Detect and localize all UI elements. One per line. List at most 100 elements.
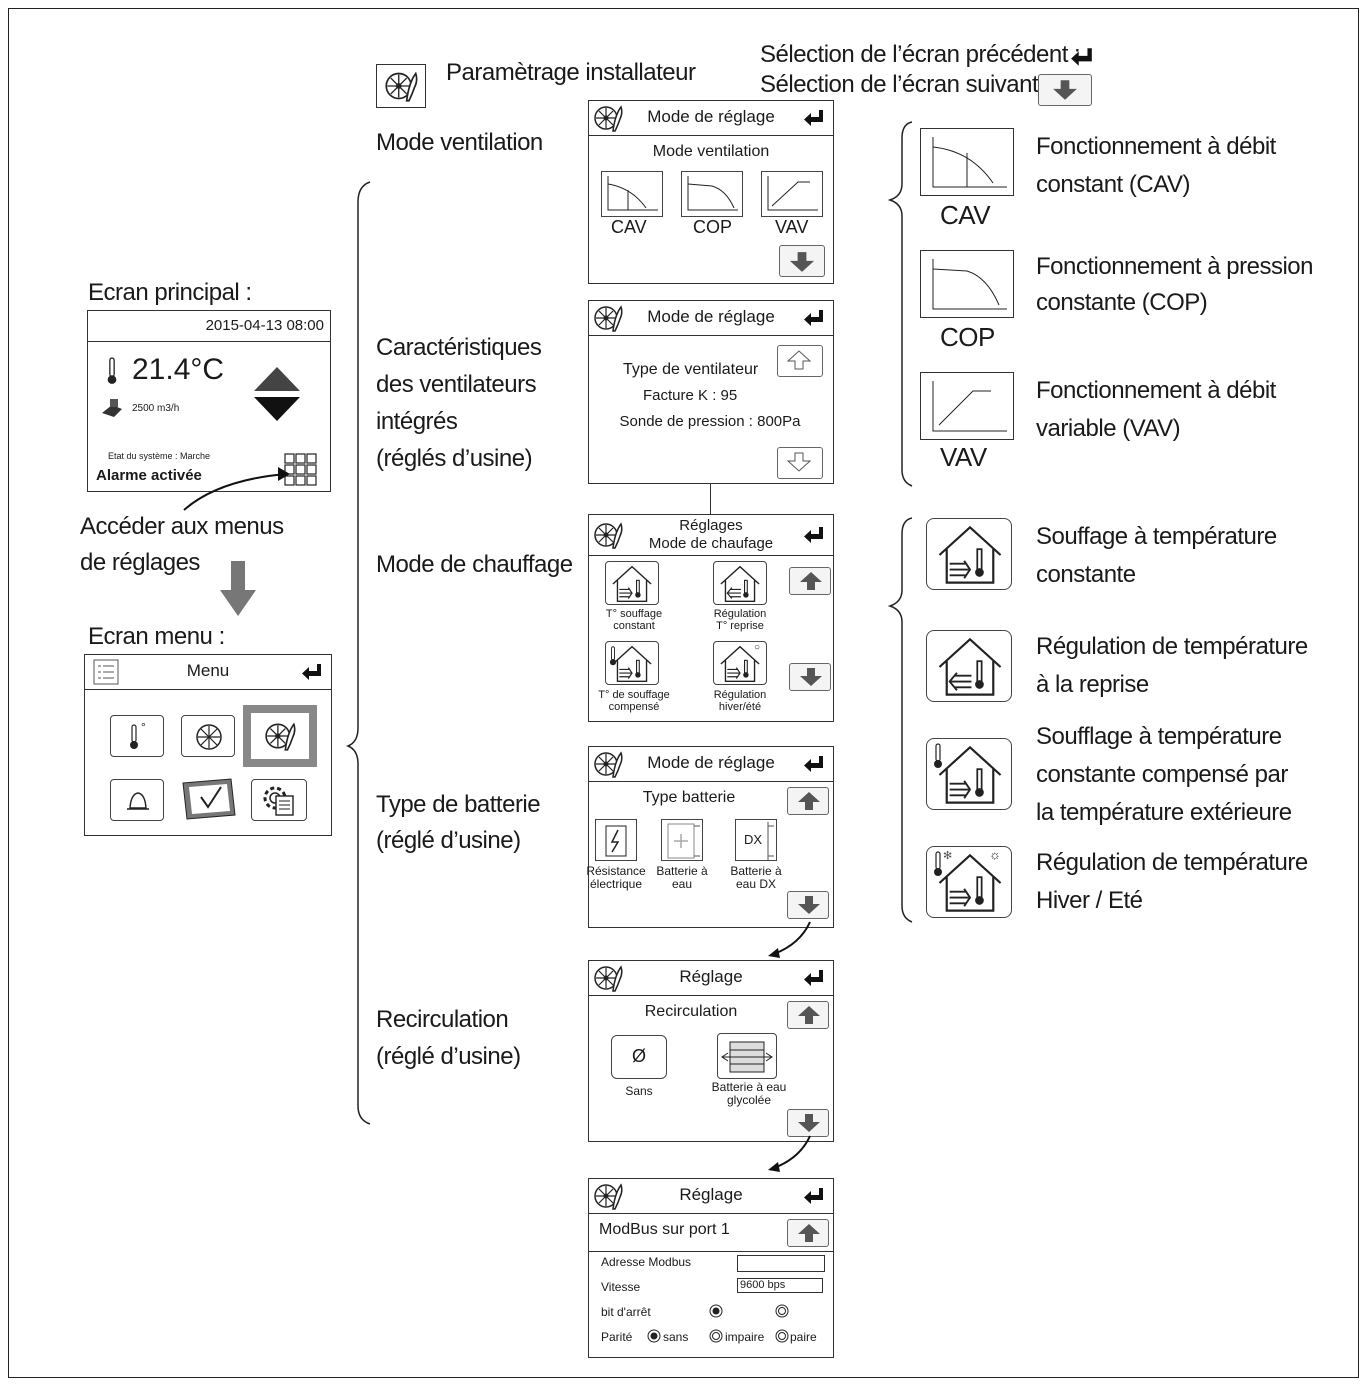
fan-unit-icon: [102, 399, 122, 417]
heat-option-return[interactable]: [713, 561, 767, 605]
flow-arrow-icon: [768, 921, 811, 958]
return-icon[interactable]: [301, 662, 323, 682]
up-arrow-icon: [797, 791, 821, 811]
return-icon[interactable]: [803, 1186, 825, 1206]
legend-vav-line2: variable (VAV): [1036, 415, 1181, 442]
up-button[interactable]: [787, 1001, 829, 1029]
datetime: 2015-04-13 08:00: [205, 317, 324, 334]
battery-water-option[interactable]: [661, 819, 703, 861]
screen-modbus: Réglage ModBus sur port 1 Adresse Modbus…: [588, 1178, 834, 1358]
screen-title: Mode de réglage: [647, 307, 775, 326]
cav-label: CAV: [611, 217, 647, 237]
up-button[interactable]: [777, 345, 823, 377]
big-down-arrow-icon: [220, 561, 256, 616]
down-button[interactable]: [787, 891, 829, 919]
parity-radio-even[interactable]: [775, 1329, 789, 1343]
snowflake-icon: ✻: [943, 850, 953, 862]
fan-icon: [593, 963, 623, 993]
up-arrow-icon: [797, 1005, 821, 1025]
return-icon[interactable]: [803, 525, 825, 545]
down-arrow-icon: [788, 251, 816, 273]
speed-field[interactable]: 9600 bps: [737, 1278, 823, 1293]
cop-label: COP: [693, 217, 733, 237]
recirc-glycol-option[interactable]: [717, 1033, 777, 1079]
airflow-value: 2500 m3/h: [132, 403, 180, 414]
next-button[interactable]: [779, 245, 825, 277]
down-arrow-outline-icon: [786, 452, 812, 472]
down-arrow-icon: [797, 1113, 821, 1133]
section-battery-line2: (réglé d’usine): [376, 827, 521, 854]
fan-icon: [593, 1181, 623, 1211]
menu-alarm-tile[interactable]: [110, 779, 164, 821]
cav-curve-icon: [607, 176, 658, 211]
return-icon[interactable]: [803, 968, 825, 988]
bell-icon: [127, 792, 149, 810]
vav-curve-icon: [767, 176, 818, 211]
down-button[interactable]: [787, 1109, 829, 1137]
section-fans-line2: des ventilateurs: [376, 371, 537, 398]
access-menus-line1: Accéder aux menus: [80, 513, 284, 540]
legend-cav-chart: [920, 128, 1014, 196]
legend-cav-line2: constant (CAV): [1036, 171, 1190, 198]
screen-battery-type: Mode de réglage Type batterie Résistance…: [586, 746, 834, 928]
section-recirc-line2: (réglé d’usine): [376, 1043, 521, 1070]
battery-dx-option[interactable]: DX: [735, 819, 777, 861]
legend-heat-return-line2: à la reprise: [1036, 671, 1149, 698]
recirc-none-option[interactable]: Ø: [611, 1035, 667, 1079]
down-button[interactable]: [789, 663, 831, 691]
legend-cop-tag: COP: [940, 322, 995, 352]
cop-curve-icon: [932, 259, 1007, 310]
parity-none-label: sans: [663, 1330, 689, 1344]
screen-title: Mode de réglage: [647, 107, 775, 126]
battery-electric-option[interactable]: [595, 819, 637, 861]
up-arrow-icon: [799, 571, 823, 591]
heat-option-compensated[interactable]: [605, 641, 659, 685]
temperature-value: 21.4°C: [132, 353, 225, 386]
stop-bit-radio-1[interactable]: [709, 1304, 723, 1318]
empty-set-icon: Ø: [631, 1046, 646, 1066]
cav-curve-icon: [932, 137, 1007, 188]
menu-temperature-tile[interactable]: °: [110, 715, 164, 757]
return-icon[interactable]: [803, 108, 825, 128]
menu-settings-tile[interactable]: [251, 779, 307, 821]
up-button[interactable]: [787, 787, 829, 815]
legend-vav-tag: VAV: [940, 442, 987, 472]
house-return-icon: [933, 635, 1007, 699]
return-icon[interactable]: [803, 754, 825, 774]
up-down-arrows-icon[interactable]: [252, 355, 302, 439]
down-button[interactable]: [777, 447, 823, 479]
fan-type-line: Type de ventilateur: [623, 361, 759, 378]
legend-heat-compensated-line2: constante compensé par: [1036, 761, 1288, 788]
screen-title-line1: Réglages: [679, 517, 743, 534]
up-button[interactable]: [789, 567, 831, 595]
screen-title-line2: Mode de chaufage: [648, 535, 774, 552]
menu-grid-icon[interactable]: [284, 453, 318, 487]
menu-check-tile[interactable]: [181, 775, 236, 821]
modbus-address-field[interactable]: [737, 1255, 825, 1272]
cop-option[interactable]: [681, 171, 743, 217]
thermometer-icon: [933, 851, 943, 877]
parity-radio-none[interactable]: [647, 1329, 661, 1343]
fan-icon: [593, 103, 623, 133]
vav-option[interactable]: [761, 171, 823, 217]
fan-icon: [264, 720, 296, 752]
up-button[interactable]: [787, 1219, 829, 1247]
cav-option[interactable]: [601, 171, 663, 217]
screen-ventilation-mode: Mode de réglage Mode ventilation CAV COP…: [588, 100, 834, 284]
menu-fan-tile[interactable]: [181, 715, 235, 757]
screen-subtitle: ModBus sur port 1: [599, 1221, 730, 1238]
house-supply-icon: [609, 564, 655, 604]
vav-curve-icon: [932, 381, 1007, 432]
heat-option-winter-summer[interactable]: ○: [713, 641, 767, 685]
screen-recirculation: Réglage Recirculation Ø Sans Batterie à …: [588, 960, 834, 1142]
heat-option-constant[interactable]: [605, 561, 659, 605]
return-icon[interactable]: [803, 308, 825, 328]
stop-bit-radio-2[interactable]: [775, 1304, 789, 1318]
legend-heat-return-icon: [926, 630, 1012, 702]
speed-label: Vitesse: [601, 1280, 641, 1294]
right-brace-heating: [887, 517, 913, 923]
parity-radio-odd[interactable]: [709, 1329, 723, 1343]
menu-installer-tile-selected[interactable]: [243, 705, 317, 767]
